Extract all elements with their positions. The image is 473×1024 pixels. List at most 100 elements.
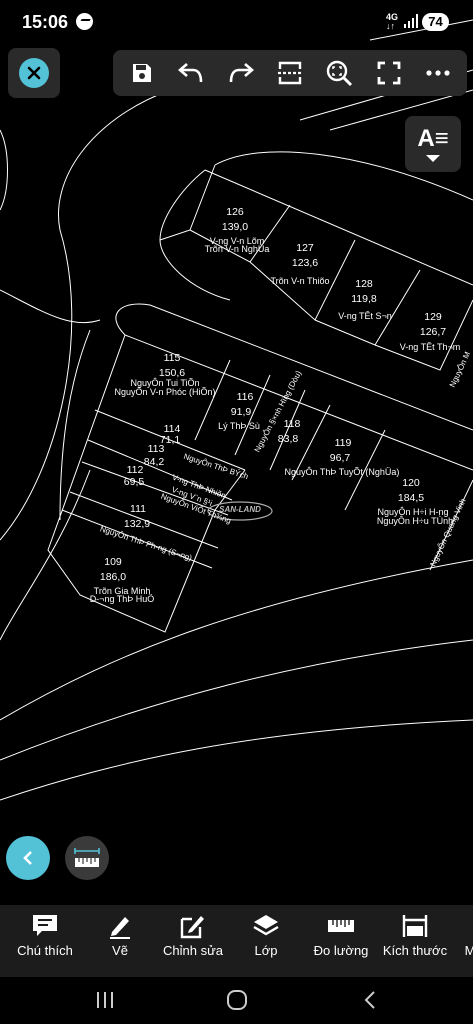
watermark-text: SAN-LAND	[219, 505, 261, 514]
ruler-icon	[328, 920, 354, 932]
plot-116-number: 116	[236, 391, 254, 403]
plot-127-owner1: Trõn V-n Thiõo	[270, 276, 330, 286]
plot-109-number: 109	[104, 556, 122, 568]
plot-126-owner1: V-ng V-n Lõm	[209, 236, 265, 246]
split-icon	[277, 61, 302, 85]
plot-115-area: 150,6	[158, 367, 186, 379]
home-button[interactable]	[217, 985, 257, 1015]
system-nav-bar	[0, 977, 473, 1024]
collapse-button[interactable]	[6, 836, 50, 880]
network-label: 4G	[386, 12, 399, 22]
plot-115-owner1: NguyÔn Tui TiÕn	[130, 378, 200, 388]
plot-109-owner1: Trõn Gia Minh	[93, 586, 151, 596]
recent-apps-button[interactable]	[85, 985, 125, 1015]
plot-128-owner1: V-ng TÊt S¬n	[338, 311, 392, 321]
zoom-extent-button[interactable]	[320, 54, 358, 92]
plot-119-area: 96,7	[329, 452, 351, 464]
plot-119-owner1: NguyÔn ThÞ TuyÕt (NghÜa)	[284, 467, 400, 477]
menu-annotation-label: Chú thích	[17, 943, 73, 958]
plot-118-number: 118	[283, 418, 301, 430]
plot-126-number: 126	[226, 206, 244, 218]
menu-measure[interactable]: Đo lường	[308, 905, 374, 977]
pencil-icon	[110, 917, 130, 939]
recent-apps-icon	[97, 992, 113, 1008]
layers-icon	[253, 915, 279, 936]
fullscreen-button[interactable]	[370, 54, 408, 92]
plot-112-number: 112	[126, 464, 144, 476]
plot-109-owner2: D-¬ng ThÞ HuÖ	[89, 594, 155, 604]
menu-measure-label: Đo lường	[313, 943, 369, 958]
plot-126-area: 139,0	[221, 221, 249, 233]
more-button[interactable]	[419, 54, 457, 92]
plot-114-area: 71,1	[159, 434, 181, 446]
menu-layers[interactable]: Lớp	[244, 905, 288, 977]
plot-118-area: 83,8	[277, 433, 299, 445]
edit-icon	[180, 916, 204, 939]
redo-button[interactable]	[222, 54, 260, 92]
menu-annotation[interactable]: Chú thích	[14, 905, 76, 977]
plot-129-number: 129	[424, 311, 442, 323]
network-indicator: 4G↓↑	[386, 12, 399, 31]
status-bar: 15:06 4G↓↑ 74	[0, 0, 473, 44]
plot-113-number: 113	[147, 443, 165, 455]
plot-114-number: 114	[163, 423, 181, 435]
plot-126-owner2: Trõn V-n NghÜa	[204, 244, 270, 254]
map-lines	[0, 19, 473, 801]
battery-indicator: 74	[422, 13, 449, 31]
plot-129-owner1: V-ng TÊt Th¬m	[399, 342, 461, 352]
plot-120-area: 184,5	[397, 492, 425, 504]
comment-icon	[33, 915, 57, 936]
menu-more[interactable]: M	[462, 905, 473, 977]
menu-more-label: M	[464, 943, 473, 958]
home-icon	[227, 990, 247, 1010]
dropdown-arrow-icon	[426, 154, 440, 162]
text-options-button[interactable]: A≡	[405, 116, 461, 172]
menu-dimension-label: Kích thước	[382, 943, 448, 958]
signal-icon	[404, 14, 418, 28]
back-button[interactable]	[350, 985, 390, 1015]
menu-edit[interactable]: Chỉnh sửa	[160, 905, 226, 977]
menu-draw-label: Vẽ	[112, 943, 128, 958]
undo-button[interactable]	[172, 54, 210, 92]
top-toolbar	[113, 50, 467, 96]
back-icon	[364, 991, 375, 1009]
measure-button[interactable]	[65, 836, 109, 880]
zoom-icon	[327, 60, 353, 87]
split-button[interactable]	[271, 54, 309, 92]
plot-127-number: 127	[296, 242, 314, 254]
save-button[interactable]	[123, 54, 161, 92]
plot-128-area: 119,8	[351, 293, 377, 305]
text-format-icon: A≡	[417, 124, 449, 152]
plot-128-number: 128	[355, 278, 373, 290]
menu-layers-label: Lớp	[254, 943, 278, 958]
menu-dimension[interactable]: Kích thước	[382, 905, 448, 977]
cadastral-map[interactable]: 126 139,0 V-ng V-n Lõm Trõn V-n NghÜa 12…	[0, 0, 473, 905]
watermark-logo	[207, 501, 273, 521]
close-icon	[19, 58, 49, 88]
plot-115-owner2: NguyÔn V-n Phóc (HiÕn)	[114, 387, 216, 397]
plot-116-owner1: Lý ThÞ Sù	[218, 421, 260, 431]
bottom-menu: Chú thích Vẽ Chỉnh sửa Lớp Đo lường	[0, 905, 473, 977]
dimension-icon	[402, 915, 428, 937]
undo-icon	[178, 63, 203, 83]
plot-113-area: 84,2	[143, 456, 165, 468]
redo-icon	[229, 63, 254, 83]
save-icon	[132, 64, 151, 82]
close-button[interactable]	[8, 48, 60, 98]
menu-draw[interactable]: Vẽ	[98, 905, 142, 977]
ruler-icon	[74, 848, 100, 867]
plot-120-owner2: NguyÔn H÷u TÙnh	[376, 516, 454, 526]
plot-111-area: 132,9	[123, 518, 151, 530]
plot-119-number: 119	[334, 437, 352, 449]
menu-edit-label: Chỉnh sửa	[162, 943, 223, 958]
fullscreen-icon	[377, 61, 401, 85]
plot-109-area: 186,0	[99, 571, 127, 583]
status-time: 15:06	[22, 12, 69, 32]
plot-115-number: 115	[163, 352, 181, 364]
messenger-icon	[76, 13, 93, 30]
plot-120-owner1: NguyÔn H÷i H-ng	[377, 507, 449, 517]
plot-120-number: 120	[402, 477, 420, 489]
plot-111-number: 111	[130, 503, 146, 515]
plot-116-area: 91,9	[230, 406, 252, 418]
plot-112-area: 69,5	[123, 476, 145, 488]
